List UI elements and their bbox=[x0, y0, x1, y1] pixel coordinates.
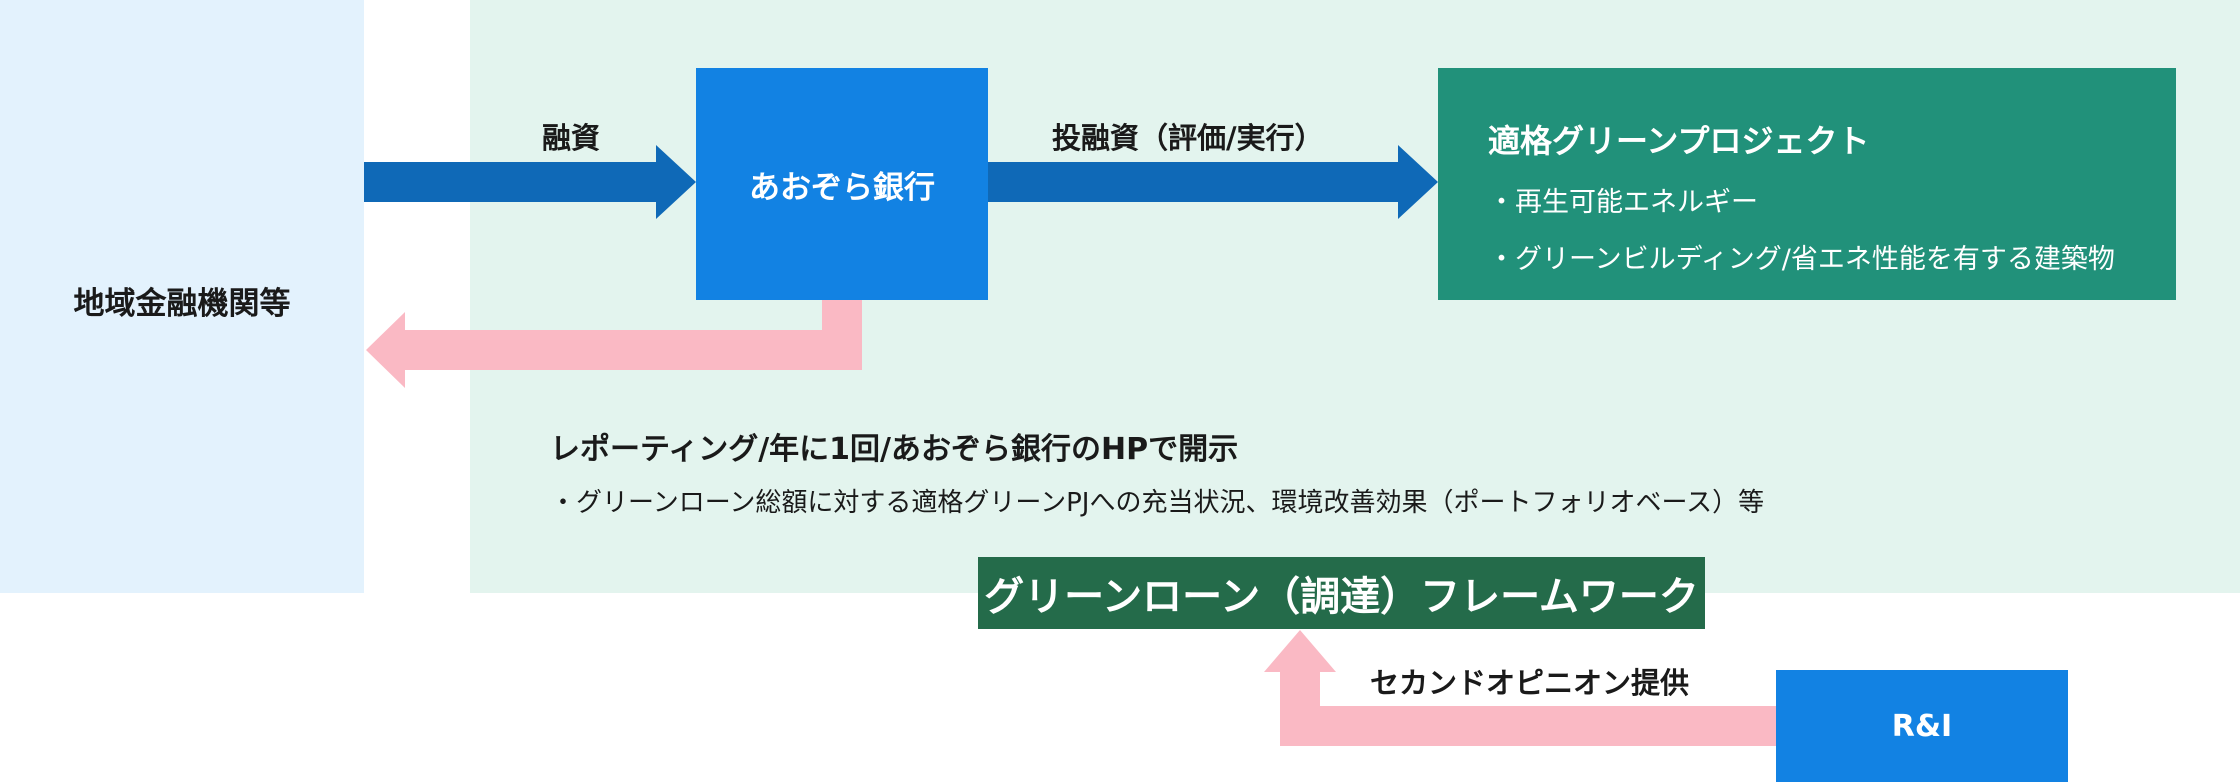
green-project-title: 適格グリーンプロジェクト bbox=[1488, 122, 1870, 160]
reporting-detail: ・グリーンローン総額に対する適格グリーンPJへの充当状況、環境改善効果（ポートフ… bbox=[550, 488, 1765, 518]
regional-institutions-panel bbox=[0, 0, 364, 593]
investment-arrow bbox=[988, 145, 1438, 219]
investment-label: 投融資（評価/実行） bbox=[1052, 121, 1324, 155]
aozora-bank-label: あおぞら銀行 bbox=[749, 169, 935, 206]
green-project-bullet: ・再生可能エネルギー bbox=[1488, 187, 1758, 218]
green-project-box: 適格グリーンプロジェクト ・再生可能エネルギー ・グリーンビルディング/省エネ性… bbox=[1438, 68, 2176, 300]
financing-arrow bbox=[364, 145, 696, 219]
green-project-bullet: ・グリーンビルディング/省エネ性能を有する建築物 bbox=[1488, 244, 2115, 275]
second-opinion-arrow bbox=[1264, 630, 1776, 746]
framework-box: グリーンローン（調達）フレームワーク bbox=[978, 557, 1705, 629]
framework-label: グリーンローン（調達）フレームワーク bbox=[984, 574, 1699, 620]
aozora-bank-box: あおぞら銀行 bbox=[696, 68, 988, 300]
second-opinion-label: セカンドオピニオン提供 bbox=[1370, 666, 1690, 700]
ri-label: R&I bbox=[1891, 708, 1953, 744]
regional-institutions-label: 地域金融機関等 bbox=[73, 285, 291, 322]
financing-label: 融資 bbox=[542, 121, 601, 155]
ri-box: R&I bbox=[1776, 670, 2068, 782]
reporting-arrow bbox=[366, 300, 862, 388]
reporting-title: レポーティング/年に1回/あおぞら銀行のHPで開示 bbox=[550, 432, 1239, 467]
